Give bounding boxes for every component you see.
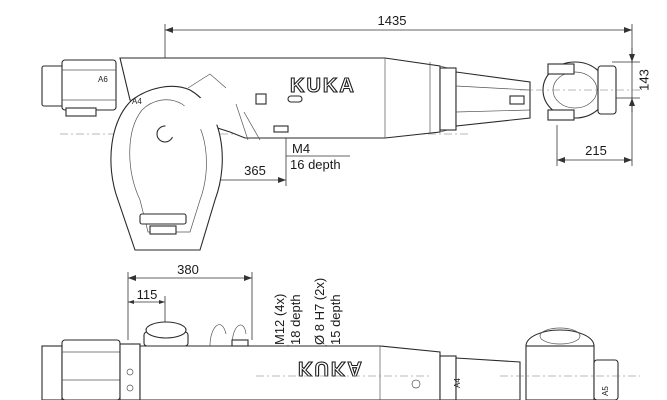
dimension-total-length-label: 1435	[378, 13, 407, 28]
brand-logo-top: KUKA	[290, 75, 356, 97]
thread-callout-top: M4 16 depth	[286, 141, 350, 172]
top-view: 1435 143 215 365	[41, 13, 651, 251]
side-view: 380 115 M12 (4x) 18 depth Ø 8 H7 (2x) 15…	[41, 262, 640, 400]
wrist-top	[520, 61, 640, 121]
thread-top-depth-label: 16 depth	[290, 157, 341, 172]
pin-hole-label: Ø 8 H7 (2x)	[312, 278, 327, 345]
dimension-side-small-label: 115	[137, 287, 158, 302]
forearm	[455, 71, 531, 127]
dimension-total-length: 1435	[164, 13, 633, 140]
cable-hose	[160, 93, 289, 141]
axis-label-a6-top: A6	[98, 75, 108, 84]
pin-depth-label: 15 depth	[328, 294, 343, 345]
axis-label-a5-bottom: A5	[601, 386, 610, 396]
thread-side-label: M12 (4x)	[272, 294, 287, 345]
side-body: KUKA	[41, 321, 640, 400]
dimension-wrist-height-label: 143	[636, 69, 651, 91]
thread-callout-side: M12 (4x) 18 depth Ø 8 H7 (2x) 15 depth	[272, 278, 343, 400]
dimension-side-length-label: 380	[177, 262, 199, 277]
brand-logo-bottom: KUKA	[298, 357, 364, 379]
dimension-wrist-offset: 215	[556, 98, 633, 166]
thread-top-label: M4	[292, 141, 310, 156]
axis-motor-left	[41, 59, 117, 117]
dimension-side-length: 380	[127, 262, 253, 340]
dimension-wrist-height: 143	[612, 48, 651, 112]
dimension-wrist-offset-label: 215	[585, 143, 607, 158]
axis-label-a4-bottom: A4	[453, 378, 462, 388]
axis-label-a4-top: A4	[132, 97, 142, 106]
dimension-shoulder-offset-label: 365	[244, 163, 266, 178]
thread-side-depth-label: 18 depth	[288, 294, 303, 345]
